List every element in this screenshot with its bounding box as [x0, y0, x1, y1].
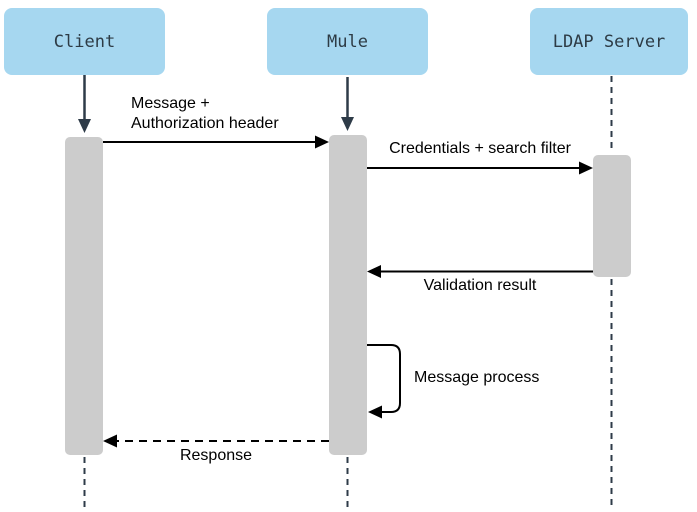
message-arrowhead-credentials: [579, 161, 593, 175]
self-message-loop: [367, 344, 401, 413]
self-message-arrowhead: [368, 405, 382, 419]
actor-ldap-server-label: LDAP Server: [552, 31, 666, 52]
message-label-credentials: Credentials + search filter: [389, 140, 571, 157]
activation-bar-client: [65, 137, 103, 455]
actor-client-label: Client: [53, 31, 116, 52]
message-label-authorization: Message + Authorization header: [131, 94, 279, 133]
activation-bar-ldap: [593, 155, 631, 277]
actor-mule: Mule: [267, 8, 428, 75]
activation-bar-mule: [329, 135, 367, 455]
message-label-validation: Validation result: [423, 277, 537, 294]
message-arrowhead-authorization: [315, 135, 329, 149]
actor-client: Client: [4, 8, 165, 75]
actor-ldap-server: LDAP Server: [530, 8, 688, 75]
message-label-response: Response: [179, 447, 253, 464]
actor-mule-label: Mule: [327, 31, 368, 52]
message-label-authorization-line2: Authorization header: [131, 114, 279, 132]
client-lifeline-start-arrowhead: [78, 119, 91, 133]
message-label-process: Message process: [414, 369, 540, 386]
message-label-authorization-line1: Message +: [131, 95, 210, 112]
mule-lifeline-start-arrowhead: [341, 117, 354, 131]
